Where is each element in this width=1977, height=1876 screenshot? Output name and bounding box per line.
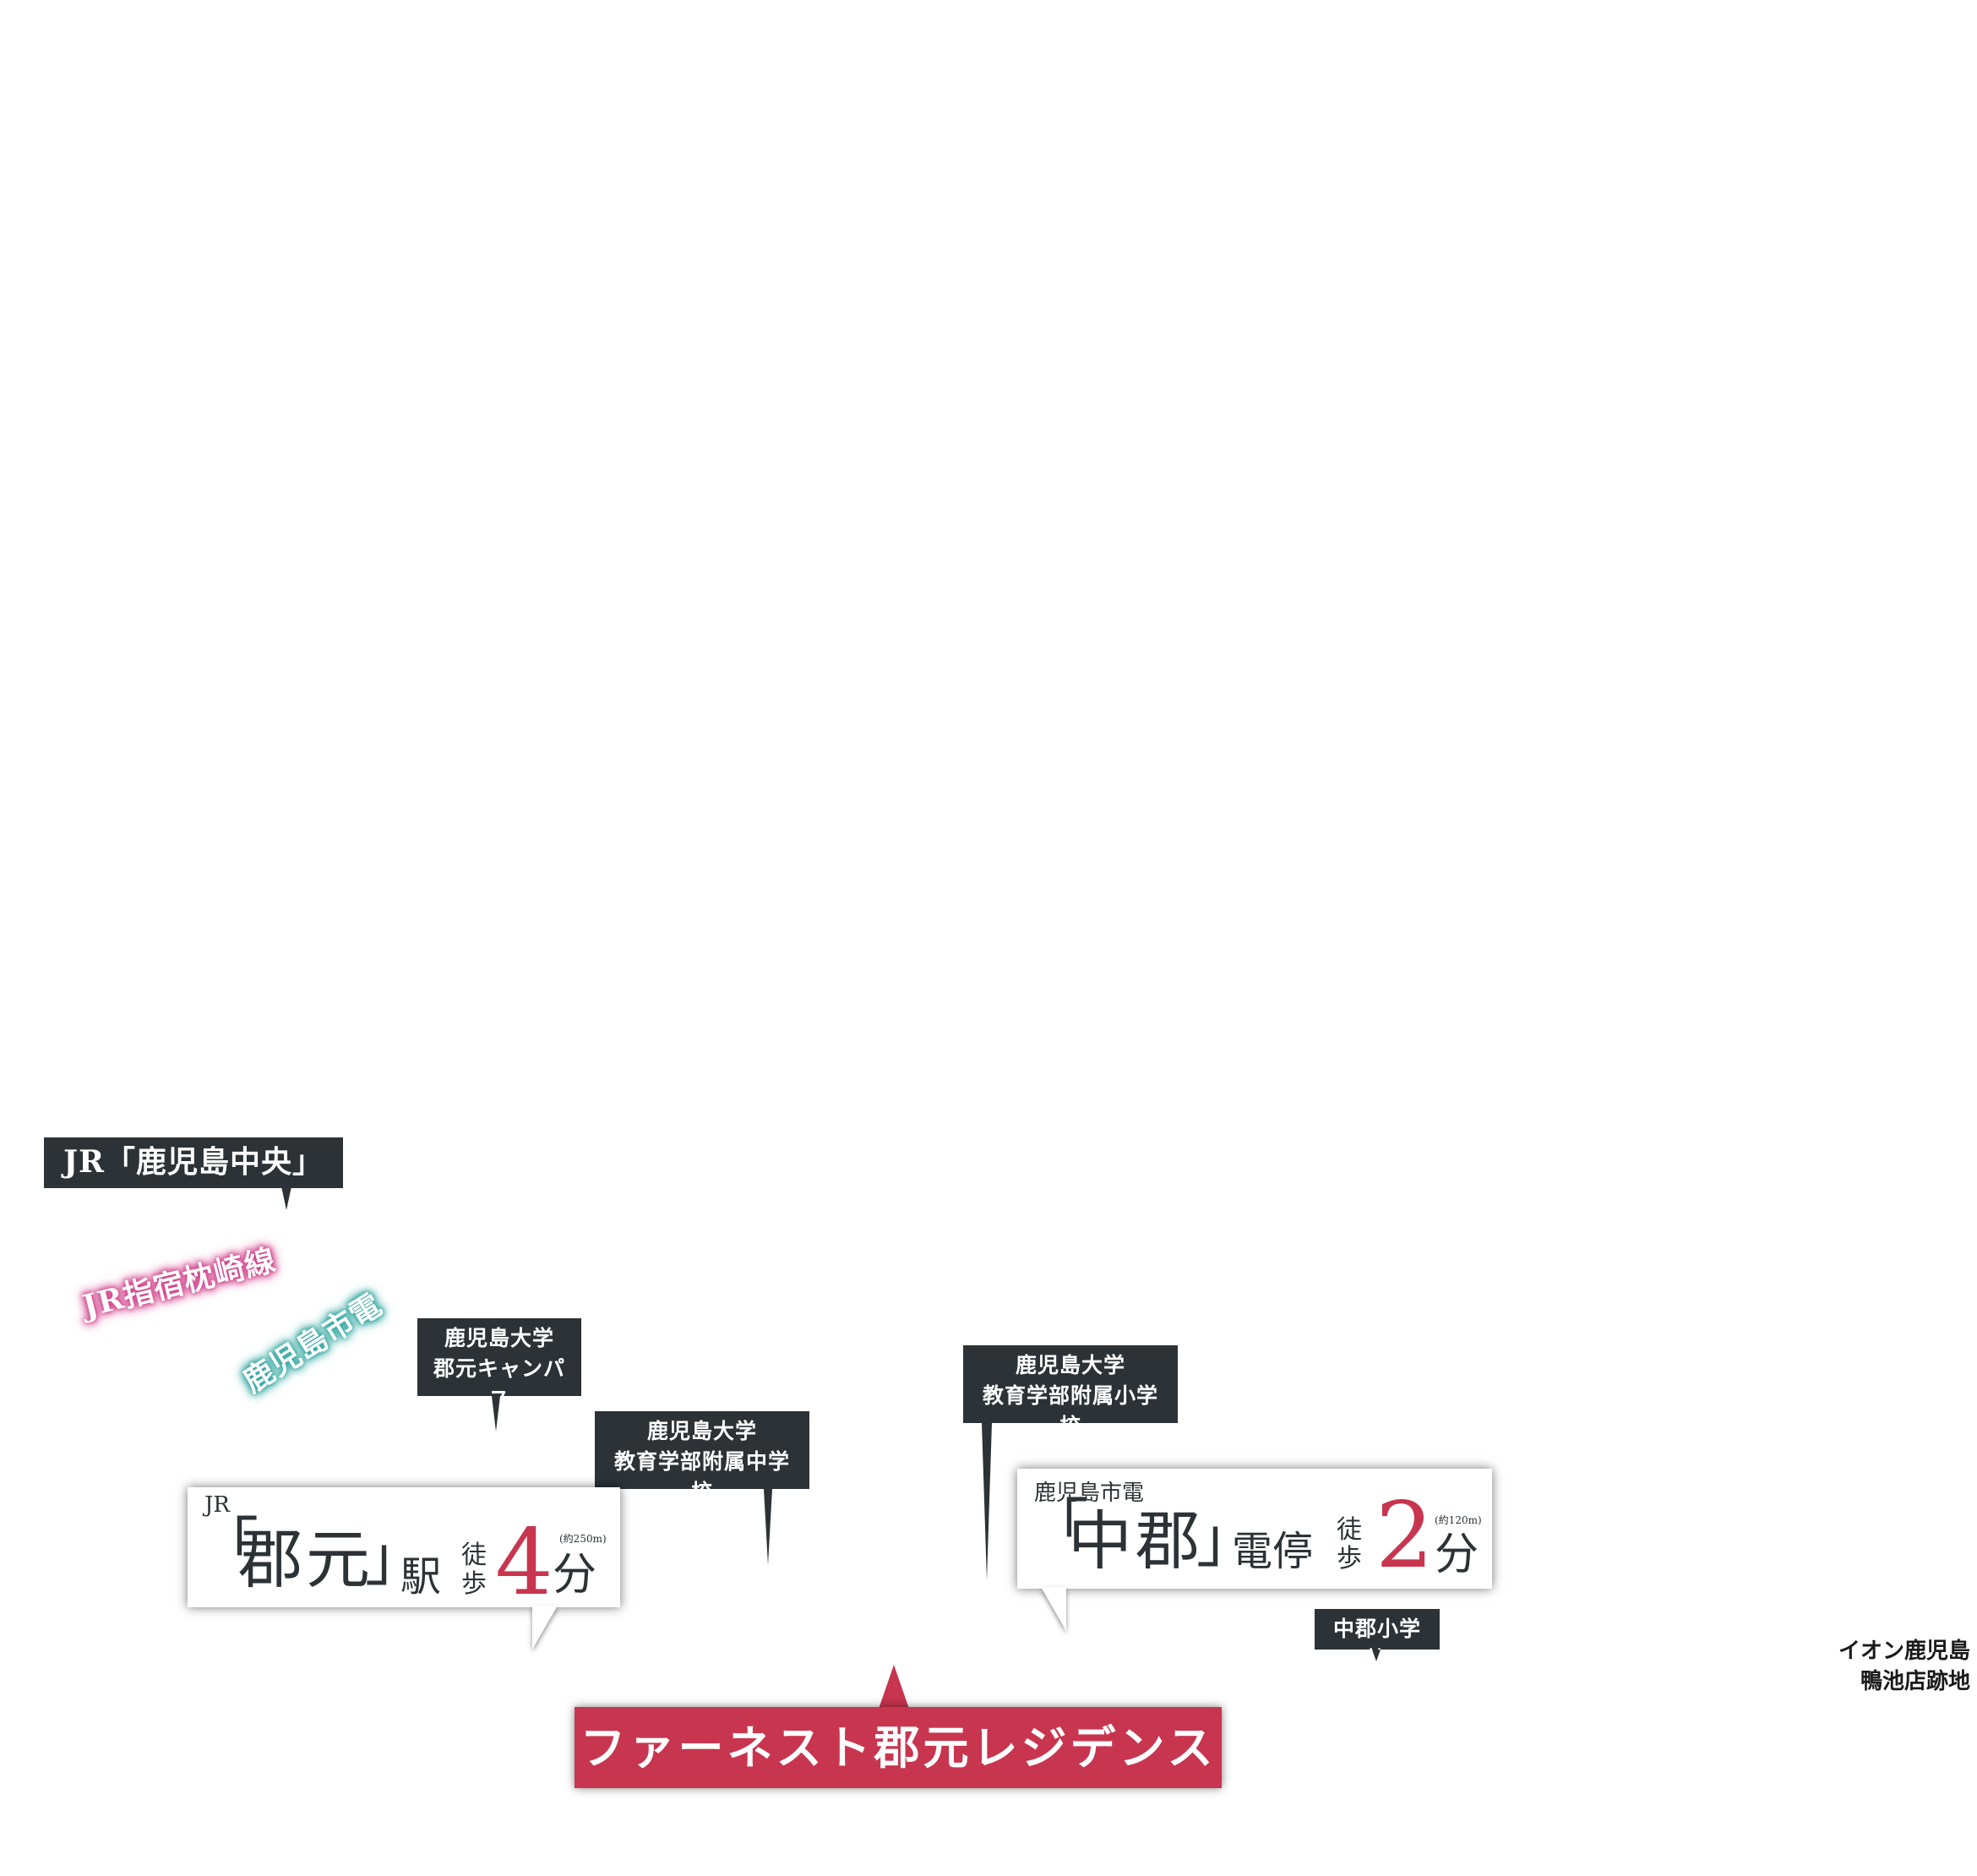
kodai-korimoto-pin [492,1396,500,1432]
aeon-kamoike-site-label: イオン鹿児島 鴨池店跡地 [1825,1636,1970,1697]
property-name-banner: ファーネスト郡元レジデンス [575,1707,1222,1788]
kagoshima-chuo-station-label: JR「鹿児島中央」駅 [63,1144,324,1222]
chugori-elementary-label: 中郡小学校 [1332,1617,1421,1671]
callout-tram-suffix: 電停 [1232,1528,1314,1575]
callout-jr-distance: (約250m) [559,1533,607,1545]
fuzoku-junior-high-label-line1: 鹿児島大学 [646,1419,757,1443]
kagoshima-tram-line-label: 鹿児島市電 [237,1286,389,1400]
callout-jr-station-name: 郡元 [238,1522,373,1597]
kodai-korimoto-label-line1: 鹿児島大学 [444,1326,554,1350]
callout-tram-unit: 分 [1435,1530,1479,1580]
callout-jr-walk-1: 徒 [461,1541,487,1570]
fuzoku-junior-high-label-line2: 教育学部附属中学校 [613,1449,790,1504]
callout-tram-minutes: 2 [1375,1483,1434,1589]
fuzoku-elementary-label-line2: 教育学部附属小学校 [982,1383,1158,1438]
kodai-korimoto-campus-tag: 鹿児島大学 郡元キャンパス [417,1318,581,1411]
kagoshima-chuo-station-tag: JR「鹿児島中央」駅 [44,1137,343,1222]
fuzoku-elementary-tag: 鹿児島大学 教育学部附属小学校 [963,1345,1178,1438]
callout-tram-close-bracket: 」 [1196,1504,1258,1575]
jr-korimoto-callout-tail [532,1606,558,1650]
chugori-elementary-pin [1372,1650,1381,1661]
callout-tram-distance: (約120m) [1435,1514,1482,1526]
callout-tram-walk-2: 歩 [1337,1544,1362,1573]
jr-korimoto-station-callout: JR 「 郡元 」 駅 徒 歩 4 (約250m) 分 [188,1487,620,1616]
callout-jr-minutes: 4 [495,1510,553,1616]
jr-ibusuki-makurazaki-line-label: JR指宿枕崎線 [79,1241,280,1325]
callout-jr-suffix: 駅 [400,1553,442,1601]
callout-tram-stop-name: 中郡 [1068,1503,1203,1579]
chugori-elementary-tag: 中郡小学校 [1315,1609,1440,1671]
fuzoku-junior-high-pin [764,1489,772,1565]
callout-jr-open-bracket: 「 [198,1511,259,1582]
callout-tram-walk-1: 徒 [1337,1515,1362,1545]
kagoshima-chuo-pin [281,1186,291,1210]
fuzoku-elementary-label-line1: 鹿児島大学 [1015,1353,1125,1377]
callout-tram-prefix: 鹿児島市電 [1034,1481,1145,1506]
chugori-tram-stop-callout: 鹿児島市電 「 中郡 」 電停 徒 歩 2 (約120m) 分 [1017,1469,1492,1589]
fuzoku-junior-high-tag: 鹿児島大学 教育学部附属中学校 [595,1411,809,1504]
aeon-label-line1: イオン鹿児島 [1838,1639,1970,1664]
callout-jr-unit: 分 [553,1550,597,1601]
fuzoku-elementary-pin [982,1423,992,1580]
callout-tram-open-bracket: 「 [1027,1492,1089,1563]
chugori-callout-tail [1041,1587,1066,1631]
callout-jr-prefix: JR [204,1492,230,1518]
callout-jr-close-bracket: 」 [365,1523,427,1594]
property-pointer [879,1665,909,1709]
aeon-label-line2: 鴨池店跡地 [1860,1669,1970,1694]
callout-jr-walk-2: 歩 [461,1569,487,1599]
